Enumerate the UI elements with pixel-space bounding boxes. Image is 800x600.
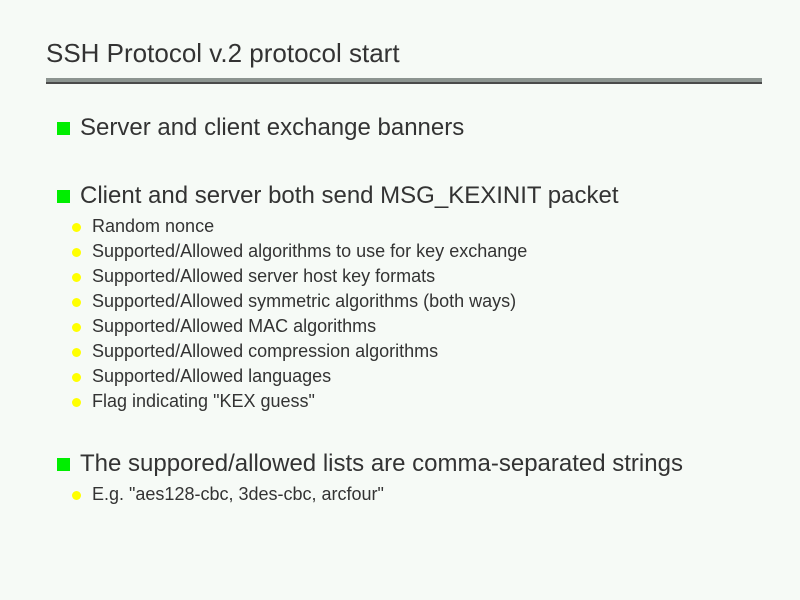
bullet-level1-label: Server and client exchange banners xyxy=(80,114,465,141)
page-title: SSH Protocol v.2 protocol start xyxy=(46,38,400,68)
dot-bullet-icon xyxy=(72,398,81,407)
bullet-level2-label: Supported/Allowed MAC algorithms xyxy=(92,316,377,336)
bullet-level1: Server and client exchange banners xyxy=(0,110,800,146)
bullet-level2-label: Flag indicating "KEX guess" xyxy=(92,391,315,411)
bullet-level2: Flag indicating "KEX guess" xyxy=(0,389,800,414)
bullet-level2: Supported/Allowed server host key format… xyxy=(0,264,800,289)
dot-bullet-icon xyxy=(72,248,81,257)
bullet-level2-label: E.g. "aes128-cbc, 3des-cbc, arcfour" xyxy=(92,484,384,504)
bullet-level2-label: Random nonce xyxy=(92,216,215,236)
bullet-section-3: The suppored/allowed lists are comma-sep… xyxy=(0,446,800,507)
bullet-level1-label: Client and server both send MSG_KEXINIT … xyxy=(80,182,619,209)
bullet-level2: Supported/Allowed algorithms to use for … xyxy=(0,239,800,264)
dot-bullet-icon xyxy=(72,491,81,500)
bullet-level2-label: Supported/Allowed compression algorithms xyxy=(92,341,439,361)
bullet-section-1: Server and client exchange banners xyxy=(0,110,800,146)
bullet-level1: The suppored/allowed lists are comma-sep… xyxy=(0,446,800,482)
bullet-section-2: Client and server both send MSG_KEXINIT … xyxy=(0,178,800,414)
square-bullet-icon xyxy=(57,122,70,135)
dot-bullet-icon xyxy=(72,348,81,357)
dot-bullet-icon xyxy=(72,223,81,232)
section-spacer xyxy=(0,414,800,446)
bullet-level1: Client and server both send MSG_KEXINIT … xyxy=(0,178,800,214)
bullet-level2: Supported/Allowed compression algorithms xyxy=(0,339,800,364)
dot-bullet-icon xyxy=(72,373,81,382)
bullet-level2: Supported/Allowed symmetric algorithms (… xyxy=(0,289,800,314)
slide-title-block: SSH Protocol v.2 protocol start xyxy=(46,36,762,84)
bullet-level2-label: Supported/Allowed algorithms to use for … xyxy=(92,241,528,261)
section-spacer xyxy=(0,146,800,178)
bullet-level1-label: The suppored/allowed lists are comma-sep… xyxy=(80,450,683,477)
dot-bullet-icon xyxy=(72,298,81,307)
bullet-level2-label: Supported/Allowed languages xyxy=(92,366,332,386)
bullet-level2: Supported/Allowed MAC algorithms xyxy=(0,314,800,339)
slide-body: Server and client exchange banners Clien… xyxy=(0,110,800,507)
bullet-level2-label: Supported/Allowed symmetric algorithms (… xyxy=(92,291,517,311)
title-divider xyxy=(46,78,762,84)
square-bullet-icon xyxy=(57,458,70,471)
dot-bullet-icon xyxy=(72,323,81,332)
bullet-level2: Random nonce xyxy=(0,214,800,239)
bullet-level2: E.g. "aes128-cbc, 3des-cbc, arcfour" xyxy=(0,482,800,507)
bullet-level2: Supported/Allowed languages xyxy=(0,364,800,389)
dot-bullet-icon xyxy=(72,273,81,282)
square-bullet-icon xyxy=(57,190,70,203)
bullet-level2-label: Supported/Allowed server host key format… xyxy=(92,266,436,286)
